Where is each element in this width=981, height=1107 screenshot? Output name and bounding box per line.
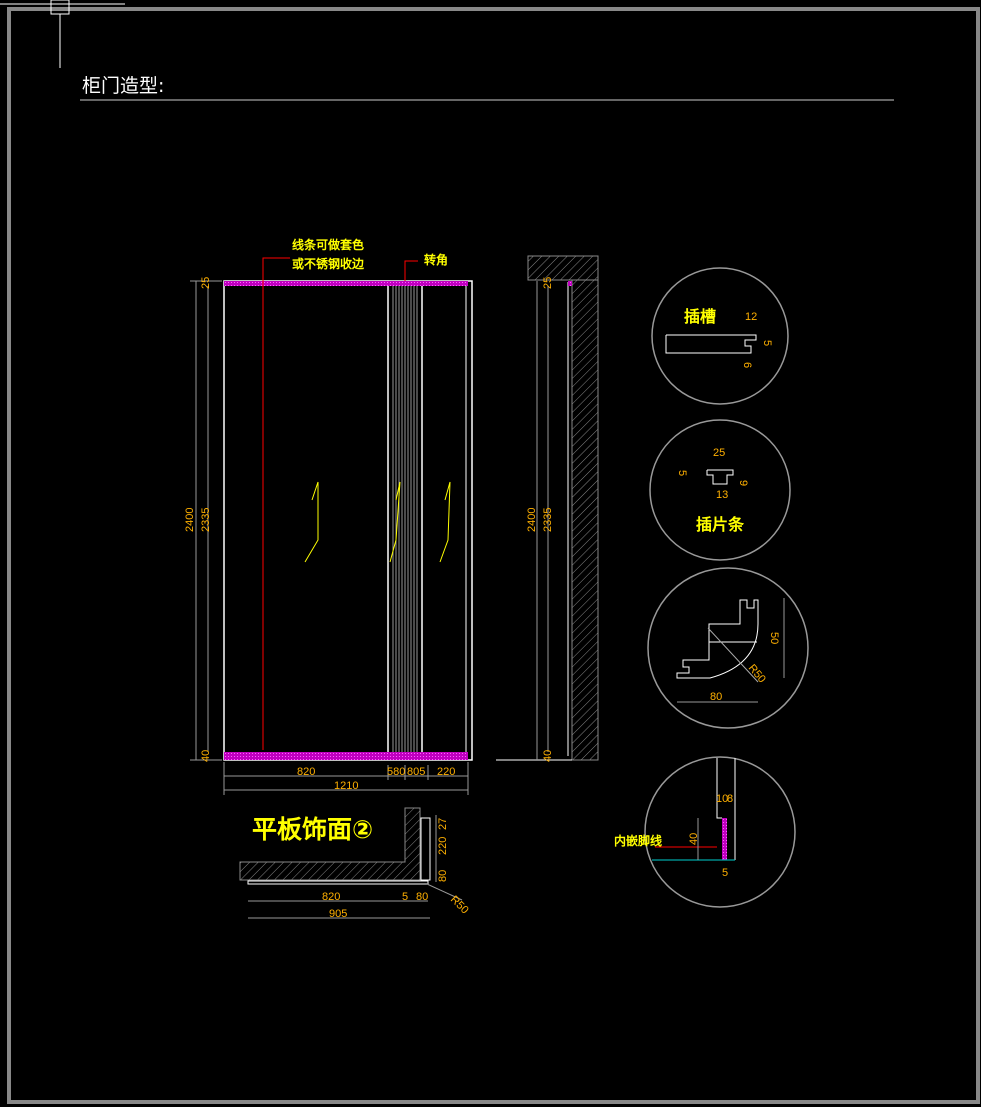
note-line-2: 或不锈钢收边 <box>292 256 365 271</box>
skirting-label: 内嵌脚线 <box>614 833 662 848</box>
front-elevation: 线条可做套色 或不锈钢收边 转角 25 2400 2335 40 820 580… <box>184 237 473 795</box>
page-title: 柜门造型: <box>82 75 164 97</box>
dim-5: 5 <box>722 867 728 879</box>
dim-805: 805 <box>407 766 425 778</box>
dim-80: 80 <box>437 870 449 882</box>
dim-5: 5 <box>402 891 408 903</box>
detail-strip: 25 5 9 13 插片条 <box>649 419 791 561</box>
dim-220: 220 <box>437 766 455 778</box>
dim-40: 40 <box>200 750 212 762</box>
dim-r50: R50 <box>448 894 471 917</box>
dim-80: 80 <box>710 691 722 703</box>
plan-title: 平板饰面② <box>252 815 373 844</box>
dim-50: 50 <box>768 632 780 644</box>
dim-25: 25 <box>542 277 554 289</box>
dim-580: 580 <box>387 766 405 778</box>
dim-6: 6 <box>741 362 753 368</box>
dim-2400: 2400 <box>184 508 196 532</box>
dim-10: 10 <box>716 793 728 805</box>
dim-25: 25 <box>713 447 725 459</box>
dim-13: 13 <box>716 489 728 501</box>
dim-2400: 2400 <box>526 508 538 532</box>
dim-r50: R50 <box>746 662 768 685</box>
dim-5: 5 <box>761 340 773 346</box>
dim-25: 25 <box>200 277 212 289</box>
detail-skirting: 内嵌脚线 10 8 40 5 <box>614 756 796 908</box>
slot-label: 插槽 <box>684 307 716 326</box>
dim-2335: 2335 <box>542 508 554 532</box>
detail-corner: 50 80 R50 <box>647 567 809 729</box>
drawing-frame <box>7 7 980 1104</box>
dim-12: 12 <box>745 311 757 323</box>
strip-label: 插片条 <box>696 515 745 534</box>
dim-9: 9 <box>737 480 749 486</box>
opening-symbol <box>304 481 451 563</box>
dim-40: 40 <box>688 833 700 845</box>
note-line-1: 线条可做套色 <box>292 237 364 252</box>
dim-8: 8 <box>727 793 733 805</box>
dim-820: 820 <box>297 766 315 778</box>
dim-1210: 1210 <box>334 780 358 792</box>
plan-detail: 平板饰面② 820 5 80 905 27 220 80 R50 <box>239 807 471 920</box>
dim-2335: 2335 <box>200 508 212 532</box>
detail-slot: 插槽 12 5 6 <box>651 267 789 405</box>
dim-80: 80 <box>416 891 428 903</box>
dim-40: 40 <box>542 750 554 762</box>
side-elevation: 25 2400 2335 40 <box>496 255 599 762</box>
dim-5: 5 <box>676 470 688 476</box>
dim-27: 27 <box>437 818 449 830</box>
dim-820: 820 <box>322 891 340 903</box>
note-corner: 转角 <box>424 252 448 267</box>
dim-220: 220 <box>437 837 449 855</box>
dim-905: 905 <box>329 908 347 920</box>
